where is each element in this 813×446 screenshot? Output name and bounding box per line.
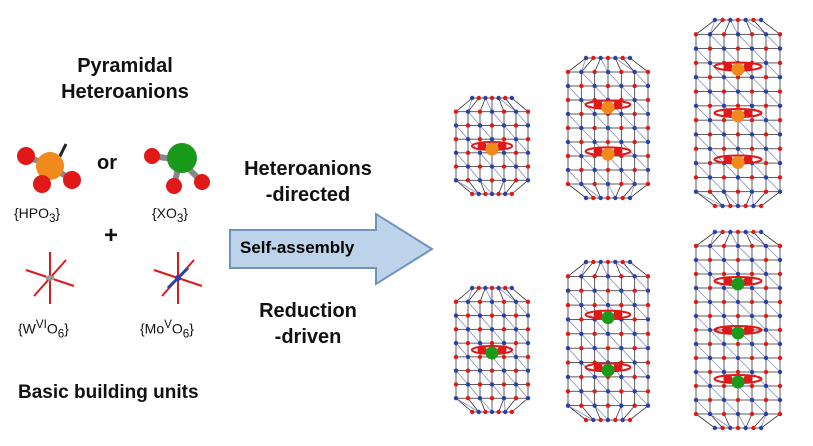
- w-octahedron: [20, 248, 80, 308]
- cluster-bottom-3: [694, 230, 782, 430]
- cluster-top-1: [454, 96, 530, 196]
- mo-label: {MoVO6}: [140, 318, 194, 340]
- cluster-bottom-1: [454, 286, 530, 414]
- xo3-molecule: [140, 138, 220, 198]
- w-label: {WVIO6}: [18, 318, 69, 340]
- mo-octahedron: [148, 248, 208, 308]
- cluster-top-3: [694, 18, 782, 208]
- cluster-top-2: [566, 56, 650, 200]
- self-assembly-label: Self-assembly: [240, 238, 354, 258]
- xo3-label: {XO3}: [152, 205, 188, 225]
- reduction-driven-label: Reduction -driven: [228, 298, 388, 350]
- hpo3-molecule: [10, 138, 90, 198]
- title-line-2: Heteroanions: [40, 79, 210, 105]
- cluster-bottom-2: [566, 260, 650, 422]
- cluster-structures: [420, 0, 813, 446]
- pyramidal-heteroanions-title: Pyramidal Heteroanions: [40, 53, 210, 105]
- plus-sign: +: [104, 222, 118, 250]
- hpo3-label: {HPO3}: [14, 205, 60, 225]
- title-line-1: Pyramidal: [40, 53, 210, 79]
- heteroanions-directed-label: Heteroanions -directed: [228, 156, 388, 208]
- or-label: or: [97, 152, 117, 175]
- basic-building-units-label: Basic building units: [18, 382, 199, 404]
